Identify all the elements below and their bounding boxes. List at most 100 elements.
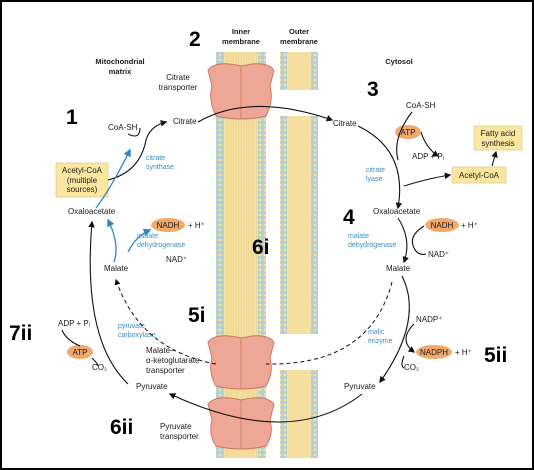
malic-enzyme-1: malic	[368, 329, 385, 336]
matrix-nad-plus: NAD⁺	[166, 255, 187, 264]
cytosol-h-plus: + H⁺	[461, 221, 478, 230]
nadp-curve	[405, 323, 416, 353]
step-number-1: 1	[66, 106, 78, 129]
outer-membrane-header-1: Outer	[289, 27, 309, 36]
cytosol-nadph-oval: NADPH	[416, 345, 452, 359]
cytosol-pyruvate: Pyruvate	[344, 382, 376, 391]
cytosol-atp: ATP	[401, 128, 416, 137]
cytosol-coa-sh-in	[396, 111, 413, 161]
matrix-malate-dh-2: dehydrogenase	[137, 242, 185, 249]
cytosol-oaa-to-malate	[397, 217, 409, 264]
blue-arrows	[95, 148, 152, 263]
matrix-malate: Malate	[104, 264, 129, 273]
matrix-header-2: matrix	[109, 67, 132, 76]
cytosol-nadh-oval: NADH	[425, 218, 459, 232]
oaa-to-citrate-blue-arrow	[95, 148, 131, 209]
citrate-export-arrow	[197, 105, 334, 123]
matrix-citrate: Citrate	[173, 117, 197, 126]
citrate-transporter-protein	[207, 63, 275, 120]
step-number-3: 3	[367, 78, 379, 101]
cytosol-acetyl-coa: Acetyl-CoA	[459, 171, 500, 180]
matrix-adp-pi: ADP + Pᵢ	[58, 319, 90, 328]
malic-enzyme-2: enzyme	[368, 338, 393, 345]
pyruvate-carboxylase-2: carboxylase	[118, 332, 155, 339]
outer-membrane	[280, 52, 318, 458]
matrix-nad-blue-curve	[127, 228, 152, 253]
matrix-co2-curve	[91, 357, 99, 367]
cytosol-nadp-plus: NADP⁺	[416, 315, 442, 324]
matrix-nadh-oval: NADH	[151, 218, 185, 232]
cytosol-acetyl-coa-out	[403, 172, 452, 187]
citrate-synthase-label-2: synthase	[146, 164, 174, 171]
matrix-malate-dh-1: malate	[137, 233, 158, 240]
co2-curve	[401, 355, 405, 369]
adp-curve	[61, 329, 81, 347]
cytosol-coa-sh: CoA-SH	[406, 101, 436, 110]
pyruvate-import-arrow	[168, 393, 363, 423]
fatty-acid-synthesis-box: Fatty acid synthesis	[473, 125, 523, 151]
outer-membrane-header-2: membrane	[280, 37, 318, 46]
citrate-lyase-2: lyase	[366, 176, 382, 183]
cytosol-malate: Malate	[386, 264, 411, 273]
matrix-co2: CO₂	[92, 363, 107, 372]
cytosol-acetyl-coa-box: Acetyl-CoA	[451, 166, 507, 184]
malate-akg-transporter-protein	[207, 335, 275, 390]
matrix-atp: ATP	[73, 348, 88, 357]
matrix-coa-sh-curve	[127, 127, 141, 137]
step-number-6ii: 6ii	[110, 416, 133, 439]
citrate-lyase-arrow	[357, 125, 403, 210]
cytosol-citrate: Citrate	[333, 119, 357, 128]
matrix-acetyl-coa-line1: Acetyl-CoA	[62, 166, 103, 175]
matrix-acetyl-coa-line2: (multiple	[67, 176, 98, 185]
pyruvate-transporter-protein	[207, 397, 275, 450]
malate-transport-dashed-arrow	[116, 280, 393, 365]
inner-membrane-header-1: Inner	[232, 27, 250, 36]
cytosol-malate-dh-1: malate	[348, 233, 369, 240]
cytosol-nadph: NADPH	[420, 348, 448, 357]
matrix-pyruvate: Pyruvate	[136, 382, 168, 391]
cytosol-nad-plus: NAD⁺	[428, 250, 449, 259]
inner-membrane-header-2: membrane	[222, 37, 260, 46]
cytosol-header: Cytosol	[385, 57, 413, 66]
pyruvate-carboxylase-1: pyruvate	[118, 323, 145, 330]
cytosol-atp-out	[420, 131, 440, 157]
citrate-synthase-label-1: citrate	[146, 155, 165, 162]
step-number-2: 2	[189, 28, 201, 51]
malic-enzyme-arrow	[379, 275, 410, 384]
matrix-oxaloacetate: Oxaloacetate	[68, 207, 116, 216]
cytosol-nadh-curve	[411, 225, 427, 255]
matrix-header-1: Mitochondrial	[95, 57, 144, 66]
matrix-nadh: NADH	[157, 221, 180, 230]
fatty-acid-line2: synthesis	[481, 139, 514, 148]
citrate-lyase-1: citrate	[366, 167, 385, 174]
cytosol-malate-dh-2: dehydrogenase	[348, 242, 396, 249]
step-number-7ii: 7ii	[9, 322, 32, 345]
cytosol-co2: CO₂	[404, 363, 419, 372]
malate-akg-transporter-1: Malate–	[146, 346, 175, 355]
pyruvate-transporter-2: transporter	[160, 432, 199, 441]
citrate-synthesis-arrow	[107, 120, 168, 181]
citrate-transporter-label-1: Citrate	[166, 73, 190, 82]
matrix-coa-sh: CoA-SH	[108, 123, 138, 132]
matrix-acetyl-coa-box: Acetyl-CoA (multiple sources)	[55, 162, 109, 198]
step-number-5ii: 5ii	[484, 344, 507, 367]
cytosol-nadh: NADH	[431, 221, 454, 230]
cytosol-oxaloacetate: Oxaloacetate	[373, 207, 421, 216]
matrix-h-plus: + H⁺	[188, 221, 205, 230]
malate-to-oaa-blue-arrow	[107, 218, 117, 263]
fatty-acid-arrow	[491, 150, 498, 167]
matrix-atp-oval: ATP	[67, 345, 93, 359]
step-number-6i: 6i	[252, 236, 270, 259]
fatty-acid-line1: Fatty acid	[481, 129, 516, 138]
pyruvate-carboxylase-arrow	[88, 220, 129, 385]
matrix-acetyl-coa-line3: sources)	[67, 185, 98, 194]
step-number-4: 4	[343, 206, 355, 229]
citrate-transporter-label-2: transporter	[159, 83, 198, 92]
malate-akg-transporter-2: α-ketoglutarate	[146, 356, 200, 365]
malate-akg-transporter-3: transporter	[146, 366, 185, 375]
pathway-arrows	[61, 105, 498, 423]
step-number-5i: 5i	[188, 304, 206, 327]
pyruvate-transporter-1: Pyruvate	[160, 422, 192, 431]
cytosol-h-plus-2: + H⁺	[455, 348, 472, 357]
